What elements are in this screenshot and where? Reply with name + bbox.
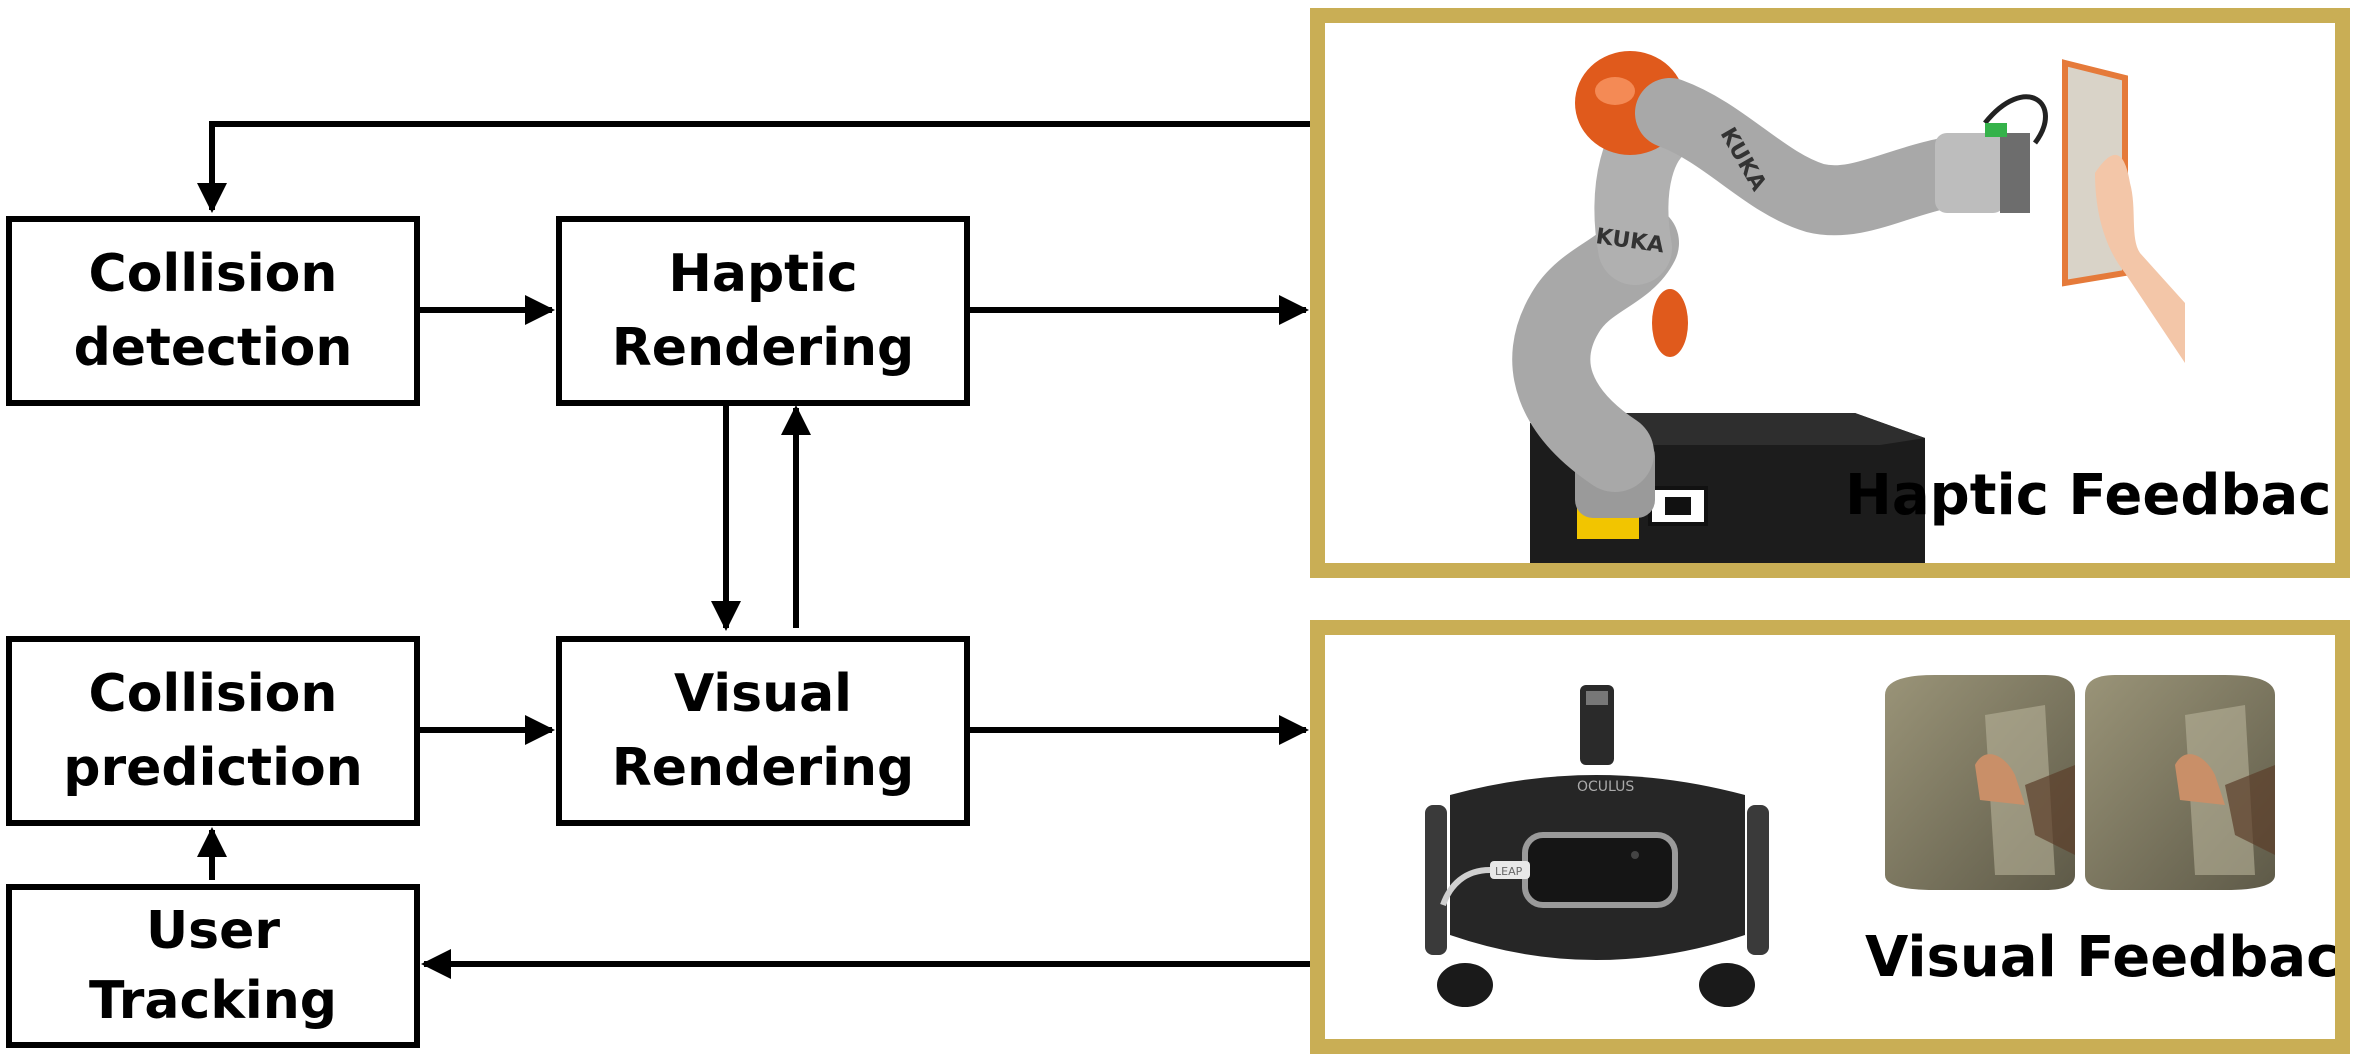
haptic-rendering-line-1: Haptic [668, 244, 858, 304]
haptic-feedback-label: Haptic Feedback [1845, 463, 2350, 528]
oculus-label: OCULUS [1577, 779, 1634, 795]
arrow-haptic-feedback-to-collision-detection [197, 121, 1310, 213]
robot-arm-icon: KUKA KUKA [1512, 51, 2185, 563]
stereo-view-icon [1885, 675, 2275, 890]
haptic-rendering-line-2: Rendering [611, 318, 915, 378]
visual-rendering-line-2: Rendering [611, 738, 915, 798]
leap-label: LEAP [1495, 865, 1523, 878]
visual-rendering-block: Visual Rendering [556, 636, 970, 826]
vr-headset-icon: OCULUS LEAP [1425, 685, 1769, 1007]
haptic-feedback-panel: KUKA KUKA Haptic Feedback [1310, 8, 2350, 578]
user-tracking-block: User Tracking [6, 884, 420, 1048]
collision-detection-block: Collision detection [6, 216, 420, 406]
haptic-rendering-block: Haptic Rendering [556, 216, 970, 406]
user-tracking-line-1: User [145, 901, 281, 961]
visual-feedback-panel: OCULUS LEAP Visual Feedback [1310, 620, 2350, 1054]
visual-feedback-label: Visual Feedback [1865, 925, 2350, 990]
collision-detection-line-1: Collision [88, 244, 338, 304]
user-tracking-line-2: Tracking [89, 971, 337, 1031]
collision-prediction-block: Collision prediction [6, 636, 420, 826]
visual-rendering-line-1: Visual [673, 664, 853, 724]
collision-detection-line-2: detection [73, 318, 353, 378]
collision-prediction-line-1: Collision [88, 664, 338, 724]
collision-prediction-line-2: prediction [63, 738, 363, 798]
